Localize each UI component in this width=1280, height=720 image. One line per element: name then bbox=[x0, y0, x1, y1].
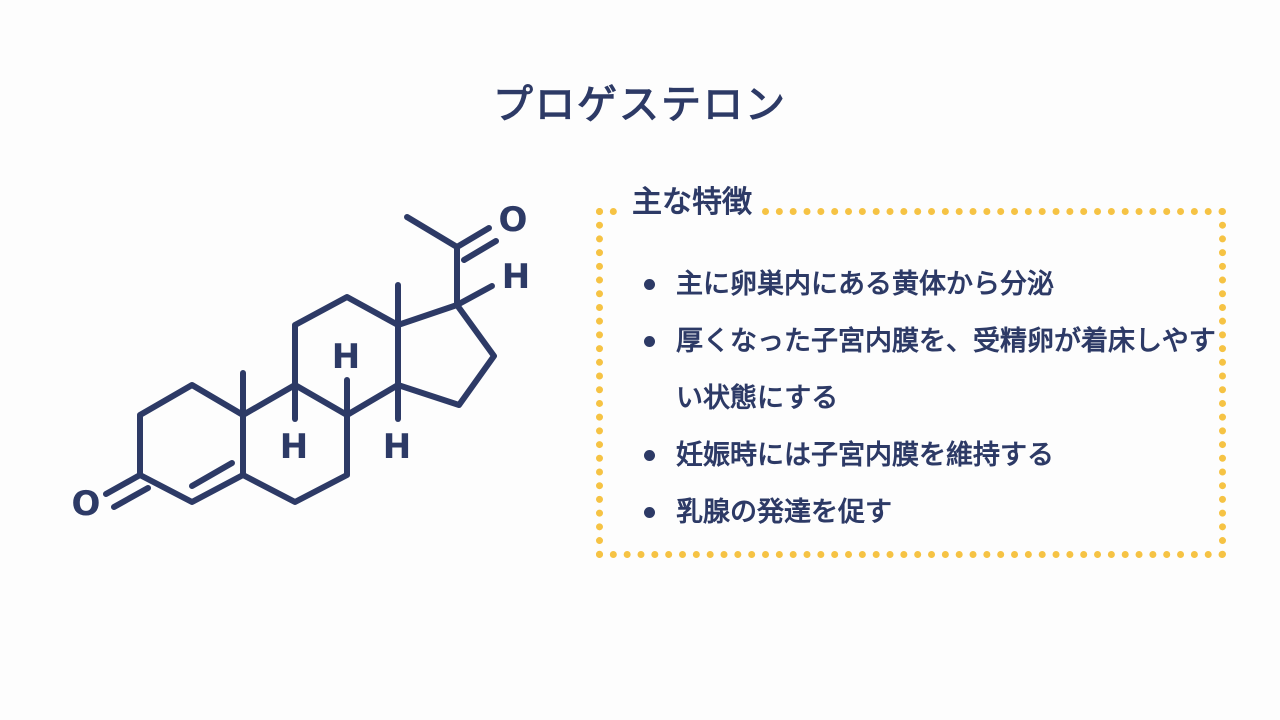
feature-text: 厚くなった子宮内膜を、受精卵が着床しやすい状態にする bbox=[676, 326, 1216, 414]
ring-d-bonds bbox=[395, 302, 497, 408]
acetyl-carbonyl-bond-2 bbox=[461, 238, 499, 263]
acetyl-oxygen-label: O bbox=[499, 200, 528, 240]
ketone-bond-1 bbox=[103, 472, 143, 497]
ring-b-bonds bbox=[240, 382, 350, 505]
h17-bond bbox=[454, 283, 495, 308]
h9-label: H bbox=[280, 427, 308, 467]
bullet-dot-icon bbox=[644, 507, 655, 518]
feature-item: 主に卵巣内にある黄体から分泌 bbox=[640, 256, 1220, 313]
bullet-dot-icon bbox=[644, 450, 655, 461]
bullet-dot-icon bbox=[644, 279, 655, 290]
feature-item: 乳腺の発達を促す bbox=[640, 484, 1220, 541]
ketone-oxygen-label: O bbox=[72, 484, 101, 524]
feature-item: 妊娠時には子宮内膜を維持する bbox=[640, 427, 1220, 484]
features-list: 主に卵巣内にある黄体から分泌 厚くなった子宮内膜を、受精卵が着床しやすい状態にす… bbox=[640, 256, 1220, 541]
features-box bbox=[596, 208, 1226, 558]
progesterone-structure-diagram: O O H H H H bbox=[72, 200, 531, 524]
feature-text: 妊娠時には子宮内膜を維持する bbox=[676, 440, 1054, 471]
feature-text: 主に卵巣内にある黄体から分泌 bbox=[676, 269, 1054, 300]
features-heading: 主な特徴 bbox=[622, 180, 762, 226]
ketone-bond-2 bbox=[111, 485, 151, 510]
h17-label: H bbox=[502, 257, 530, 297]
h14-label: H bbox=[383, 427, 411, 467]
acetyl-carbonyl-bond-1 bbox=[454, 225, 492, 250]
ring-c-bonds bbox=[292, 294, 401, 418]
acetyl-methyl-bond bbox=[404, 214, 460, 250]
feature-item: 厚くなった子宮内膜を、受精卵が着床しやすい状態にする bbox=[640, 313, 1220, 427]
ring-a-double-bond bbox=[189, 460, 235, 489]
page-title: プロゲステロン bbox=[493, 82, 787, 128]
bullet-dot-icon bbox=[644, 336, 655, 347]
h8-label: H bbox=[332, 337, 360, 377]
feature-text: 乳腺の発達を促す bbox=[676, 497, 892, 528]
